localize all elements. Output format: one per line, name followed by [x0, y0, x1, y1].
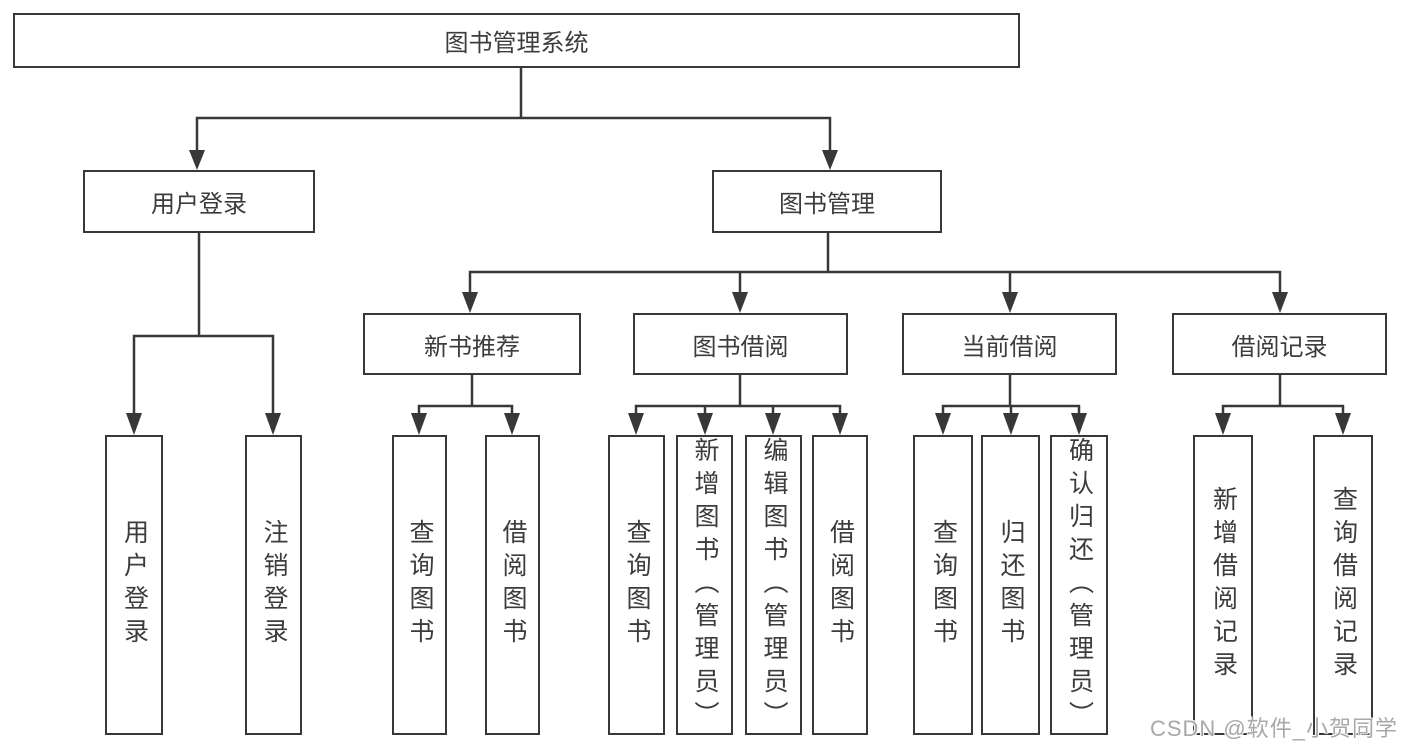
node-label: 图书借阅	[692, 333, 789, 361]
arrowhead	[126, 413, 142, 435]
node-new-book-recommend: 新书推荐	[363, 313, 581, 375]
node-label: 新增借阅记录	[1209, 486, 1238, 684]
node-label: 图书管理	[779, 191, 875, 218]
arrowhead	[628, 413, 644, 435]
node-borrowing-records: 借阅记录	[1172, 313, 1387, 375]
node-label: 编辑图书（管理员）	[760, 436, 788, 734]
leaf-current-confirm-return-admin: 确认归还（管理员）	[1050, 435, 1108, 735]
arrowhead	[189, 150, 205, 170]
arrowhead	[1071, 413, 1087, 435]
node-label: 新书推荐	[424, 333, 520, 361]
edge-user-login-children	[126, 233, 281, 435]
leaf-current-return-books: 归还图书	[981, 435, 1040, 735]
leaf-recommend-query-books: 查询图书	[392, 435, 447, 735]
arrowhead	[1272, 292, 1288, 313]
node-label: 借阅记录	[1231, 333, 1328, 361]
node-label: 查询图书	[623, 519, 651, 651]
edge-book-borrow-children	[628, 375, 848, 435]
arrowhead	[1335, 413, 1351, 435]
edge-borrow-record-children	[1215, 375, 1351, 435]
leaf-logout: 注销登录	[245, 435, 302, 735]
node-label: 借阅图书	[826, 519, 855, 651]
arrowhead	[265, 413, 281, 435]
leaf-borrow-query-books: 查询图书	[608, 435, 665, 735]
arrowhead	[1215, 413, 1231, 435]
leaf-borrow-borrow-books: 借阅图书	[812, 435, 868, 735]
edge-root-to-level2	[189, 68, 838, 170]
arrowhead	[504, 413, 520, 435]
leaf-records-add-record: 新增借阅记录	[1193, 435, 1253, 735]
leaf-user-login: 用户登录	[105, 435, 163, 735]
node-label: 查询借阅记录	[1329, 486, 1358, 684]
node-label: 当前借阅	[961, 333, 1058, 361]
csdn-watermark: CSDN @软件_小贺同学	[1149, 716, 1398, 741]
node-label: 确认归还（管理员）	[1065, 436, 1094, 734]
arrowhead	[462, 292, 478, 313]
node-label: 注销登录	[260, 519, 288, 651]
arrowhead	[697, 413, 713, 435]
node-label: 归还图书	[997, 519, 1025, 651]
edge-book-management-children	[462, 232, 1288, 313]
node-current-borrowing: 当前借阅	[902, 313, 1117, 375]
node-book-management: 图书管理	[712, 170, 942, 233]
arrowhead	[765, 413, 781, 435]
node-library-management-system: 图书管理系统	[13, 13, 1020, 68]
node-label: 查询图书	[929, 519, 958, 651]
arrowhead	[935, 413, 951, 435]
node-user-login: 用户登录	[83, 170, 315, 233]
node-label: 查询图书	[406, 519, 434, 651]
node-label: 用户登录	[151, 191, 247, 218]
leaf-recommend-borrow-books: 借阅图书	[485, 435, 540, 735]
node-book-borrowing: 图书借阅	[633, 313, 848, 375]
leaf-borrow-edit-books-admin: 编辑图书（管理员）	[745, 435, 802, 735]
leaf-current-query-books: 查询图书	[913, 435, 973, 735]
arrowhead	[732, 292, 748, 313]
arrowhead	[1002, 292, 1018, 313]
arrowhead	[411, 413, 427, 435]
edge-new-book-children	[411, 375, 520, 435]
node-label: 借阅图书	[499, 519, 527, 651]
arrowhead	[832, 413, 848, 435]
node-label: 用户登录	[120, 519, 149, 651]
node-label: 图书管理系统	[444, 30, 589, 57]
arrowhead	[822, 150, 838, 170]
leaf-records-query-record: 查询借阅记录	[1313, 435, 1373, 735]
arrowhead	[1003, 413, 1019, 435]
edge-current-borrow-children	[935, 375, 1087, 435]
leaf-borrow-add-books-admin: 新增图书（管理员）	[676, 435, 733, 735]
node-label: 新增图书（管理员）	[691, 436, 719, 734]
